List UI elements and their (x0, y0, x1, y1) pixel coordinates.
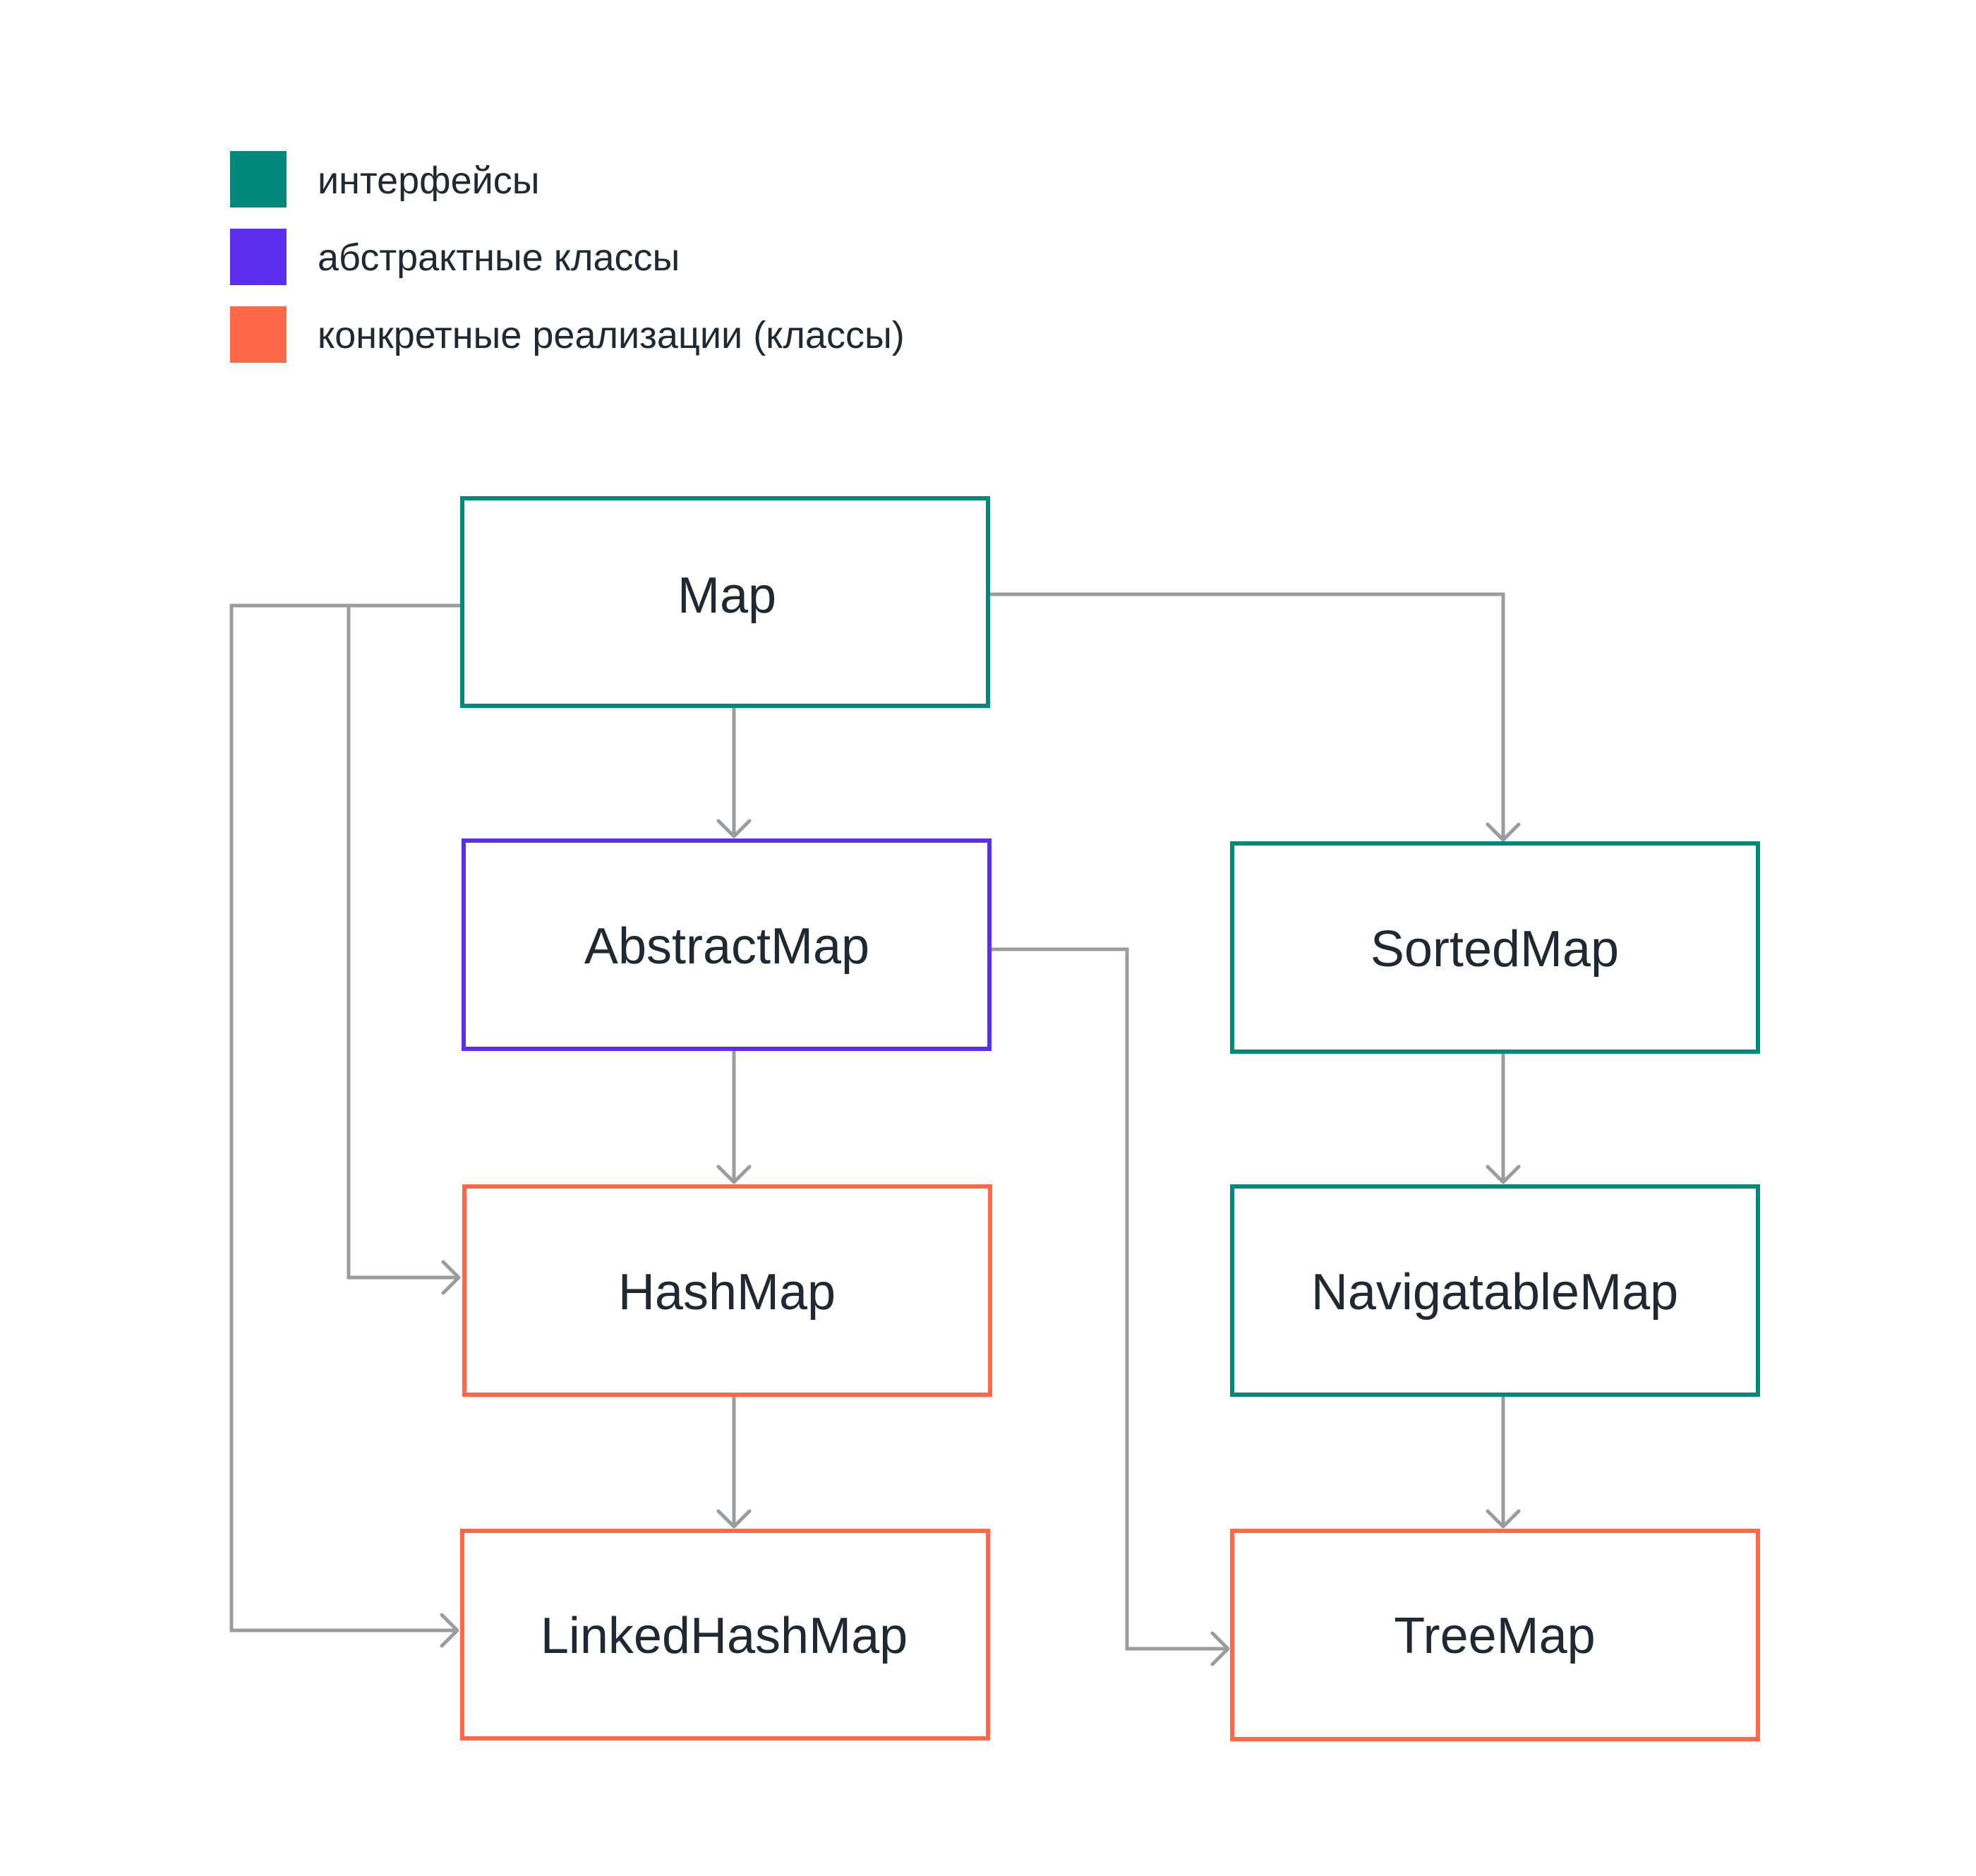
edge-map-to-linked-hash-map (229, 603, 462, 1648)
node-map-label: Map (677, 567, 776, 624)
node-linked-hash-map-label: LinkedHashMap (541, 1608, 908, 1664)
legend-swatch-interface (230, 151, 287, 208)
node-hash-map-label: HashMap (618, 1264, 836, 1321)
edge-abstract-map-to-hash-map (716, 1049, 752, 1184)
node-abstract-map-label: AbstractMap (584, 918, 869, 975)
legend-swatch-abstract (230, 229, 287, 285)
node-tree-map-label: TreeMap (1394, 1608, 1595, 1664)
legend-item-abstract: абстрактные классы (230, 229, 680, 285)
node-map[interactable]: Map (460, 496, 990, 708)
legend-label-interface: интерфейсы (318, 160, 540, 202)
node-sorted-map[interactable]: SortedMap (1230, 841, 1760, 1054)
legend-swatch-concrete (230, 306, 287, 363)
node-sorted-map-label: SortedMap (1370, 921, 1619, 978)
node-map-box (460, 496, 990, 708)
node-navigatable-map[interactable]: NavigatableMap (1230, 1184, 1760, 1397)
edge-map-to-hash-map (347, 603, 462, 1295)
legend-label-abstract: абстрактные классы (318, 236, 680, 279)
node-navigatable-map-label: NavigatableMap (1311, 1264, 1678, 1321)
node-navigatable-map-box (1230, 1184, 1760, 1397)
node-sorted-map-box (1230, 841, 1760, 1054)
edge-abstract-map-to-tree-map (989, 947, 1230, 1666)
node-linked-hash-map-box (460, 1529, 990, 1740)
node-abstract-map-box (462, 838, 992, 1051)
node-abstract-map[interactable]: AbstractMap (462, 838, 992, 1051)
node-linked-hash-map[interactable]: LinkedHashMap (460, 1529, 990, 1740)
connectors (229, 592, 1521, 1666)
edge-sorted-map-to-navigatable-map (1486, 1052, 1521, 1184)
legend-item-interface: интерфейсы (230, 151, 540, 208)
edge-navigatable-map-to-tree-map (1486, 1395, 1521, 1529)
legend: интерфейсы абстрактные классы конкретные… (230, 151, 905, 363)
edge-map-to-abstract-map (716, 706, 752, 838)
edge-map-to-sorted-map (988, 592, 1521, 842)
node-tree-map[interactable]: TreeMap (1230, 1529, 1760, 1741)
nodes: Map AbstractMap SortedMap HashMap Naviga… (460, 496, 1760, 1741)
node-tree-map-box (1230, 1529, 1760, 1741)
node-hash-map-box (462, 1184, 992, 1397)
legend-item-concrete: конкретные реализации (классы) (230, 306, 905, 363)
legend-label-concrete: конкретные реализации (классы) (318, 314, 905, 356)
edge-hash-map-to-linked-hash-map (716, 1395, 752, 1529)
node-hash-map[interactable]: HashMap (462, 1184, 992, 1397)
